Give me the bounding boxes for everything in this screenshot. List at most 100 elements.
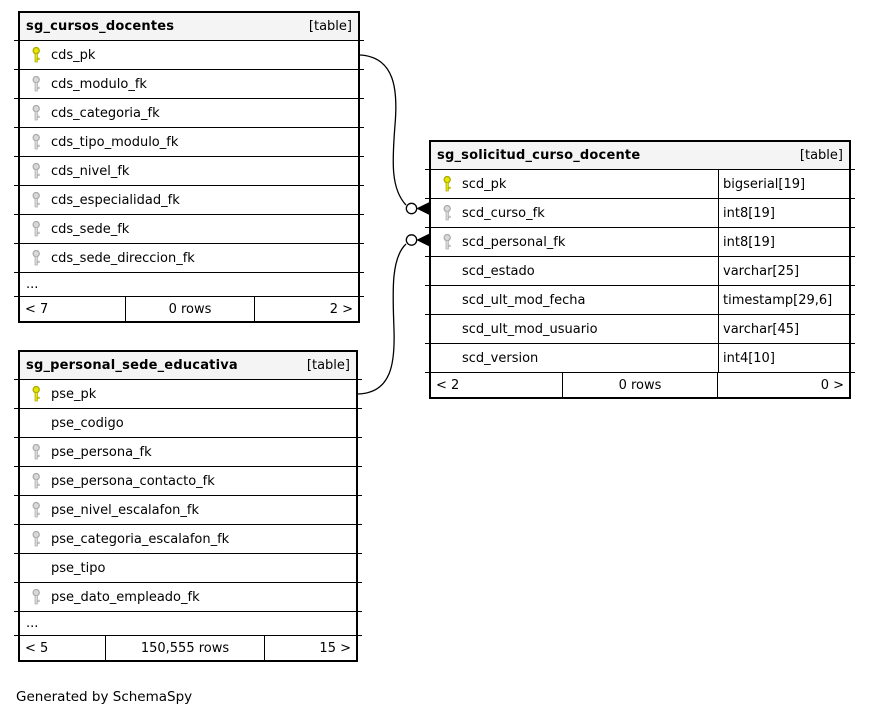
column-name: pse_persona_contacto_fk <box>51 473 215 489</box>
fk-edge-pse_pk-to-scd_personal_fk <box>357 233 430 395</box>
column-scd_version[interactable]: scd_version int4[10] <box>425 344 855 373</box>
table-type-badge: [table] <box>306 358 350 373</box>
column-cds_sede_direccion_fk[interactable]: cds_sede_direccion_fk <box>14 244 364 273</box>
column-name: pse_pk <box>51 386 97 402</box>
foreign-key-icon <box>28 249 45 267</box>
foreign-key-icon <box>28 104 45 122</box>
column-name: pse_dato_empleado_fk <box>51 589 200 605</box>
table-title[interactable]: sg_cursos_docentes <box>26 19 175 34</box>
column-type: int8[19] <box>718 199 849 227</box>
column-name: cds_sede_direccion_fk <box>51 250 195 266</box>
column-scd_ult_mod_usuario[interactable]: scd_ult_mod_usuario varchar[45] <box>425 315 855 344</box>
column-name: pse_codigo <box>51 415 124 431</box>
column-name-cell: scd_pk <box>431 170 718 198</box>
column-cds_nivel_fk[interactable]: cds_nivel_fk <box>14 157 364 186</box>
table-header[interactable]: sg_personal_sede_educativa [table] <box>14 352 362 380</box>
primary-key-icon <box>28 46 45 64</box>
column-pse_pk[interactable]: pse_pk <box>14 380 362 409</box>
foreign-key-icon <box>28 472 45 490</box>
column-cds_tipo_modulo_fk[interactable]: cds_tipo_modulo_fk <box>14 128 364 157</box>
footer-parents-count: < 7 <box>25 301 49 317</box>
column-type: varchar[45] <box>718 315 849 343</box>
ellipsis-row: ... <box>14 273 364 297</box>
column-pse_nivel_escalafon_fk[interactable]: pse_nivel_escalafon_fk <box>14 496 362 525</box>
table-footer: < 7 0 rows 2 > <box>20 297 358 321</box>
column-cds_modulo_fk[interactable]: cds_modulo_fk <box>14 70 364 99</box>
column-type: int4[10] <box>718 344 849 372</box>
foreign-key-icon <box>28 220 45 238</box>
table-sg_personal_sede_educativa[interactable]: sg_personal_sede_educativa [table] pse_p… <box>14 350 362 662</box>
column-name: cds_modulo_fk <box>51 76 147 92</box>
footer-row-count: 0 rows <box>125 297 255 321</box>
column-name-cell: scd_curso_fk <box>431 199 718 227</box>
table-type-badge: [table] <box>799 148 843 163</box>
foreign-key-icon <box>439 233 456 251</box>
column-name: pse_nivel_escalafon_fk <box>51 502 200 518</box>
column-pse_dato_empleado_fk[interactable]: pse_dato_empleado_fk <box>14 583 362 612</box>
edge-circle-marker <box>405 202 418 215</box>
column-name: scd_ult_mod_usuario <box>462 321 598 337</box>
column-name-cell: scd_version <box>431 344 718 372</box>
column-pse_categoria_escalafon_fk[interactable]: pse_categoria_escalafon_fk <box>14 525 362 554</box>
column-scd_ult_mod_fecha[interactable]: scd_ult_mod_fecha timestamp[29,6] <box>425 286 855 315</box>
column-cds_especialidad_fk[interactable]: cds_especialidad_fk <box>14 186 364 215</box>
footer-row-count: 0 rows <box>562 373 718 397</box>
foreign-key-icon <box>439 204 456 222</box>
column-name: scd_personal_fk <box>462 234 566 250</box>
foreign-key-icon <box>28 191 45 209</box>
column-name-cell: scd_estado <box>431 257 718 285</box>
column-name: cds_sede_fk <box>51 221 130 237</box>
column-name: cds_pk <box>51 47 96 63</box>
table-sg_solicitud_curso_docente[interactable]: sg_solicitud_curso_docente [table] scd_p… <box>425 140 855 399</box>
table-footer: < 2 0 rows 0 > <box>431 373 849 397</box>
foreign-key-icon <box>28 443 45 461</box>
generated-by-text: Generated by SchemaSpy <box>16 689 193 705</box>
column-cds_categoria_fk[interactable]: cds_categoria_fk <box>14 99 364 128</box>
column-pse_persona_contacto_fk[interactable]: pse_persona_contacto_fk <box>14 467 362 496</box>
column-name: pse_categoria_escalafon_fk <box>51 531 230 547</box>
column-name-cell: scd_personal_fk <box>431 228 718 256</box>
foreign-key-icon <box>28 588 45 606</box>
edge-circle-marker <box>405 234 418 246</box>
column-type: bigserial[19] <box>718 170 849 198</box>
column-name: pse_persona_fk <box>51 444 152 460</box>
table-title[interactable]: sg_personal_sede_educativa <box>26 358 238 373</box>
column-pse_codigo[interactable]: pse_codigo <box>14 409 362 438</box>
column-name: scd_estado <box>462 263 535 279</box>
footer-row-count: 150,555 rows <box>105 636 265 660</box>
column-scd_curso_fk[interactable]: scd_curso_fk int8[19] <box>425 199 855 228</box>
foreign-key-icon <box>28 133 45 151</box>
table-header[interactable]: sg_cursos_docentes [table] <box>14 13 364 41</box>
table-sg_cursos_docentes[interactable]: sg_cursos_docentes [table] cds_pk cds_mod… <box>14 11 364 323</box>
column-pse_tipo[interactable]: pse_tipo <box>14 554 362 583</box>
primary-key-icon <box>439 175 456 193</box>
column-type: int8[19] <box>718 228 849 256</box>
column-cds_pk[interactable]: cds_pk <box>14 41 364 70</box>
table-title[interactable]: sg_solicitud_curso_docente <box>437 148 641 163</box>
column-pse_persona_fk[interactable]: pse_persona_fk <box>14 438 362 467</box>
column-name: cds_nivel_fk <box>51 163 130 179</box>
column-type: timestamp[29,6] <box>718 286 849 314</box>
column-name: cds_tipo_modulo_fk <box>51 134 179 150</box>
column-name: scd_version <box>462 350 539 366</box>
edge-line <box>357 243 407 395</box>
edge-line <box>359 54 407 206</box>
table-header[interactable]: sg_solicitud_curso_docente [table] <box>425 142 855 170</box>
primary-key-icon <box>28 385 45 403</box>
column-scd_personal_fk[interactable]: scd_personal_fk int8[19] <box>425 228 855 257</box>
foreign-key-icon <box>28 501 45 519</box>
fk-edge-cds_pk-to-scd_curso_fk <box>359 54 430 216</box>
foreign-key-icon <box>28 162 45 180</box>
footer-children-count: 2 > <box>329 301 353 317</box>
column-list: cds_pk cds_modulo_fk cds_categoria_fk cds_t… <box>14 41 364 273</box>
edge-arrowhead <box>416 233 430 247</box>
table-footer: < 5 150,555 rows 15 > <box>20 636 356 660</box>
ellipsis-row: ... <box>14 612 362 636</box>
foreign-key-icon <box>28 75 45 93</box>
column-name: scd_ult_mod_fecha <box>462 292 586 308</box>
column-name: scd_curso_fk <box>462 205 545 221</box>
column-cds_sede_fk[interactable]: cds_sede_fk <box>14 215 364 244</box>
